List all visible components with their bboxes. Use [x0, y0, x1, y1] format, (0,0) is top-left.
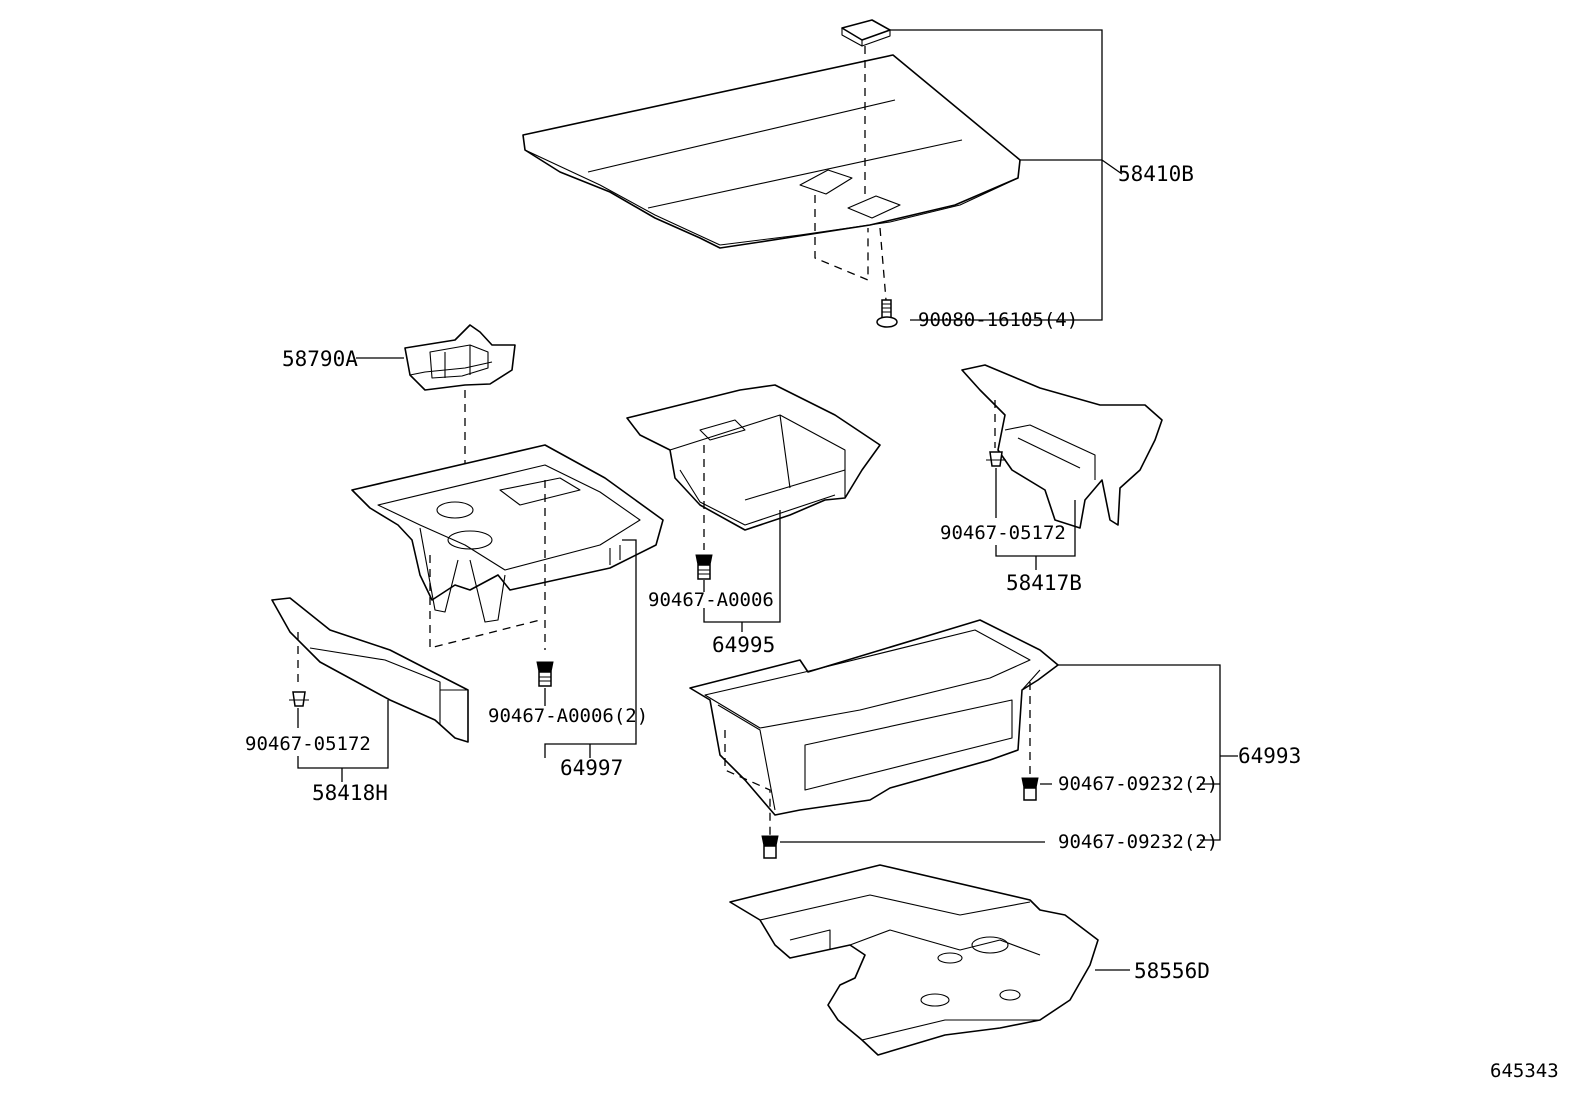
- callout-90467-09232-upper: 90467-09232(2): [1058, 773, 1218, 795]
- callout-58790A: 58790A: [282, 347, 358, 371]
- jack-holder-part: [404, 324, 516, 391]
- callout-58417B: 58417B: [1006, 571, 1082, 595]
- left-trim-part: [271, 597, 469, 743]
- rear-tray-left-dash: [724, 730, 771, 835]
- leader-58410B: [890, 29, 1123, 321]
- deck-board-part: [522, 54, 1021, 249]
- callout-90467-A0006-2: 90467-A0006(2): [488, 705, 648, 727]
- center-tray-part: [351, 444, 664, 623]
- illustration-number: 645343: [1490, 1060, 1559, 1082]
- leader-58417B: [995, 468, 1076, 570]
- callout-58418H: 58418H: [312, 781, 388, 805]
- callout-90467-A0006: 90467-A0006: [648, 589, 774, 611]
- leader-64993: [780, 664, 1238, 843]
- right-trim-part: [961, 364, 1163, 529]
- floor-mat-part: [729, 864, 1099, 1056]
- callout-90467-05172-right: 90467-05172: [940, 522, 1066, 544]
- clip-icon: [695, 554, 713, 580]
- leader-64997: [544, 539, 637, 758]
- leader-58418H: [297, 700, 389, 782]
- leader-64995: [703, 510, 781, 632]
- callout-90467-09232-lower: 90467-09232(2): [1058, 831, 1218, 853]
- deck-screw-dash: [879, 227, 887, 301]
- clip-part: [841, 19, 891, 47]
- deck-recess-dash: [814, 195, 869, 281]
- callout-90080-16105: 90080-16105(4): [918, 309, 1078, 331]
- callout-64997: 64997: [560, 756, 623, 780]
- clip-icon: [536, 661, 554, 687]
- sub-tray-part: [626, 384, 881, 531]
- rear-tray-part: [689, 619, 1059, 816]
- tray-left-dash: [429, 555, 541, 649]
- callout-58556D: 58556D: [1134, 959, 1210, 983]
- clip-icon: [1021, 777, 1039, 801]
- callout-58410B: 58410B: [1118, 162, 1194, 186]
- callout-64995: 64995: [712, 633, 775, 657]
- clip-icon: [289, 691, 309, 707]
- screw-icon: [876, 299, 898, 328]
- callout-90467-05172-left: 90467-05172: [245, 733, 371, 755]
- clip-icon: [986, 451, 1006, 467]
- callout-64993: 64993: [1238, 744, 1301, 768]
- clip-icon: [761, 835, 779, 859]
